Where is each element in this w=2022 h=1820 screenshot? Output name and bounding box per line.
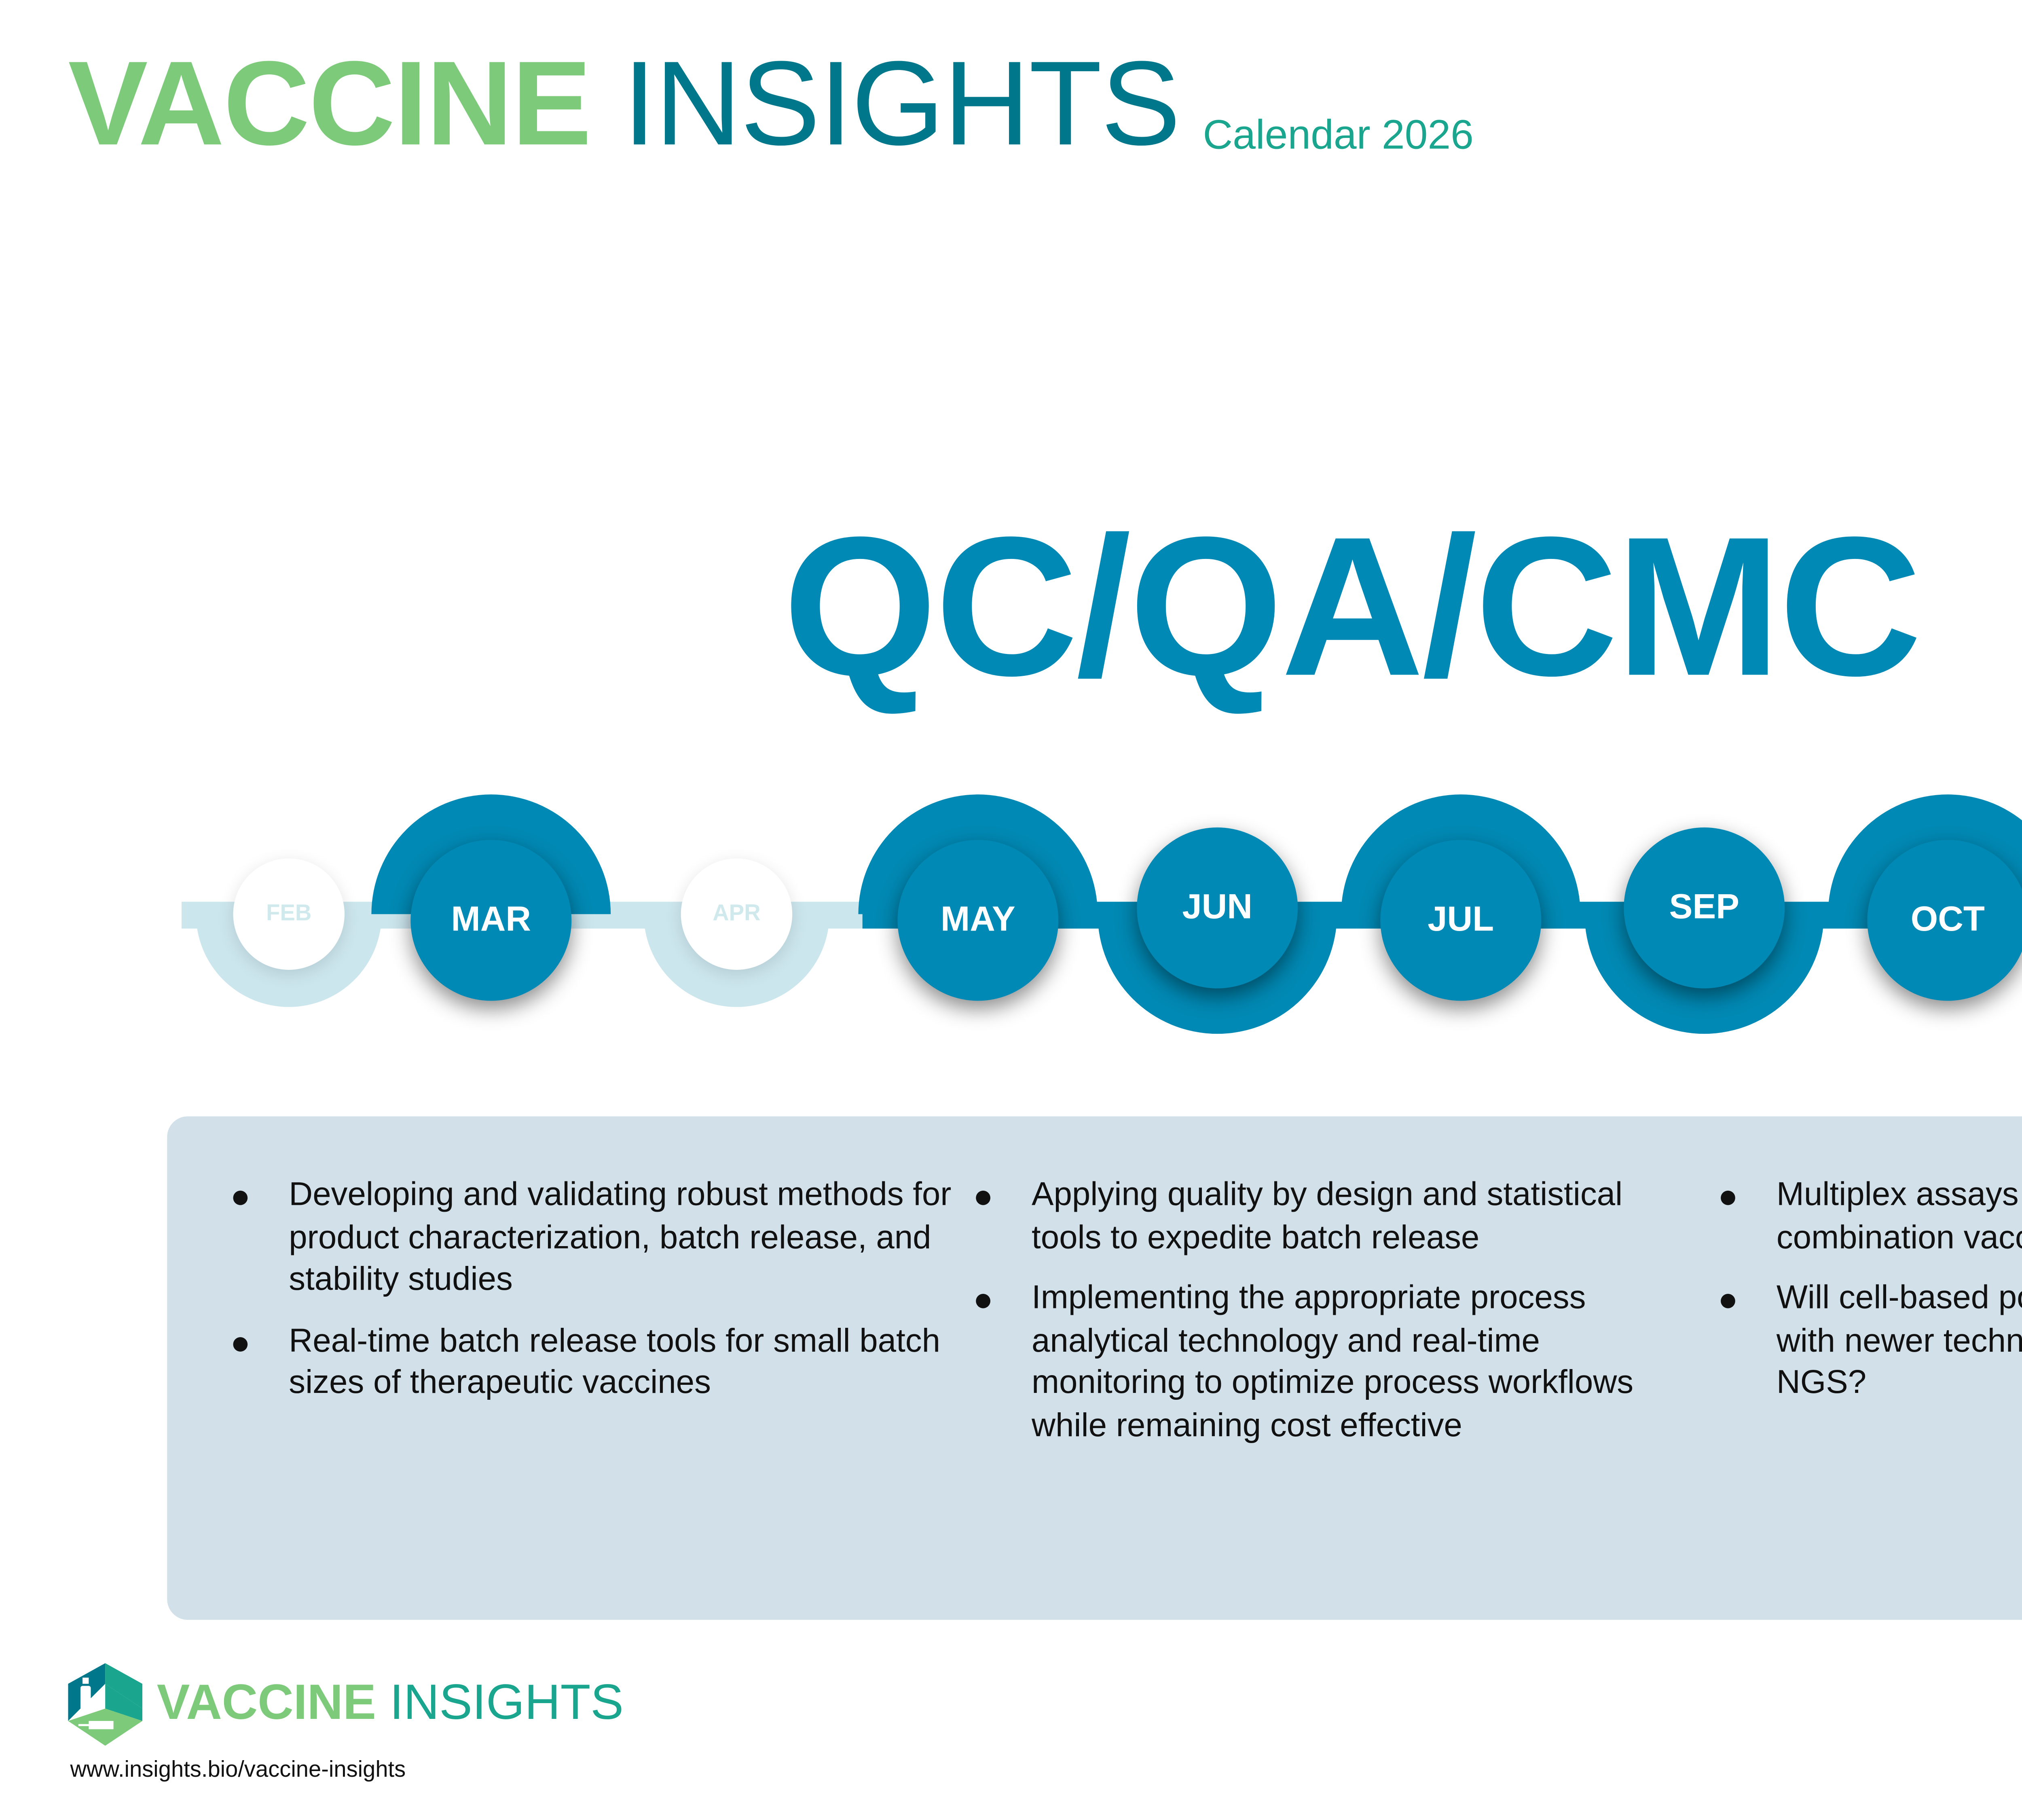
topics-column-3: Multiplex assays for QA/QC of complex/ c… [1721,1176,2022,1425]
topic-bullet: Real-time batch release tools for small … [233,1322,956,1406]
topic-bullet: Developing and validating robust methods… [233,1176,956,1303]
month-button-oct[interactable]: OCT [1867,840,2022,1001]
page-brand-title: VACCINE INSIGHTS [68,37,1180,174]
month-button-apr[interactable]: APR [681,858,793,970]
topics-panel: Developing and validating robust methods… [167,1116,2022,1620]
month-button-may[interactable]: MAY [897,840,1059,1001]
topic-bullet: Will cell-based potency assays be replac… [1721,1279,2022,1406]
bullet-dot-icon [1721,1190,1735,1205]
channel-title: QC/QA/CMC [783,497,1922,718]
footer-brand: VACCINE INSIGHTS [157,1675,624,1731]
month-button-mar[interactable]: MAR [410,840,572,1001]
topics-column-2: Applying quality by design and statistic… [976,1176,1698,1467]
bullet-dot-icon [233,1336,248,1351]
month-button-sep[interactable]: SEP [1624,827,1785,988]
bullet-dot-icon [1721,1293,1735,1308]
topic-bullet: Multiplex assays for QA/QC of complex/ c… [1721,1176,2022,1261]
topics-column-1: Developing and validating robust methods… [233,1176,956,1425]
brand-word-insights: INSIGHTS [623,37,1181,171]
topic-bullet: Implementing the appropriate process ana… [976,1279,1698,1448]
calendar-year-subtitle: Calendar 2026 [1203,113,1474,159]
month-button-feb[interactable]: FEB [233,858,345,970]
month-button-jul[interactable]: JUL [1380,840,1542,1001]
bullet-dot-icon [976,1293,990,1308]
bullet-dot-icon [976,1190,990,1205]
bullet-dot-icon [233,1190,248,1205]
topic-bullet: Applying quality by design and statistic… [976,1176,1698,1261]
month-button-jun[interactable]: JUN [1137,827,1298,988]
vaccine-vial-syringe-hexagon-icon [68,1663,143,1746]
website-link[interactable]: www.insights.bio/vaccine-insights [70,1758,406,1783]
brand-word-vaccine: VACCINE [68,37,592,171]
